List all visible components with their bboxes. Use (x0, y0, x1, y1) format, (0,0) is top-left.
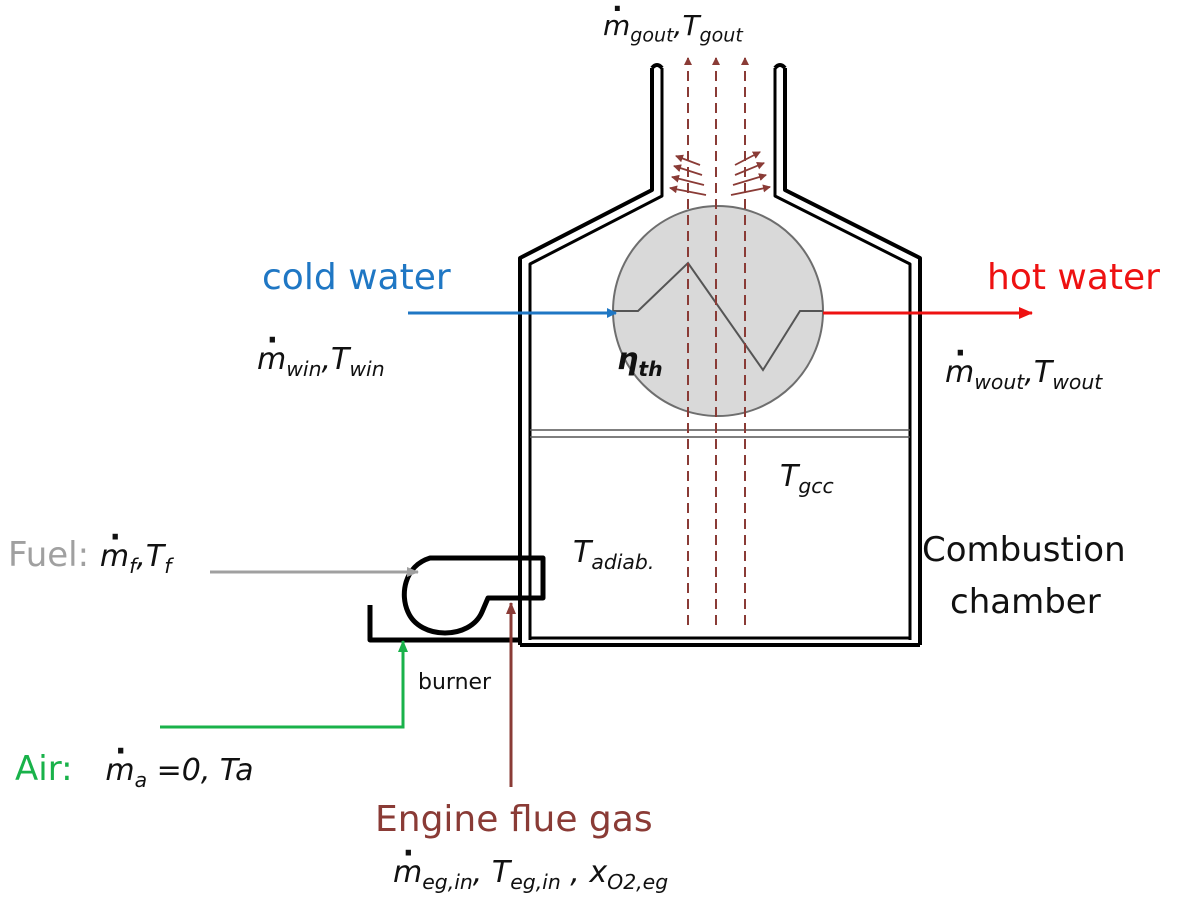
air-label: Air: ma =0, Ta (15, 737, 254, 791)
water-in-label: mwin,Twin (257, 326, 385, 380)
gas-out-label: mgout,Tgout (603, 0, 743, 46)
burner-label: burner (418, 670, 492, 695)
hot-water-label: hot water (987, 257, 1160, 298)
vessel-outline (518, 63, 922, 647)
engine-flue-gas-label: Engine flue gas (375, 799, 653, 840)
combustion-chamber-label-line2: chamber (950, 582, 1101, 622)
water-out-label: mwout,Twout (945, 339, 1102, 393)
t-gcc-label: Tgcc (780, 459, 834, 499)
cold-water-label: cold water (262, 257, 451, 298)
air-arrow (160, 640, 408, 729)
heat-exchanger-coil (613, 261, 823, 372)
fuel-label: Fuel: mf,Tf (8, 523, 171, 577)
combustion-chamber-label-line1: Combustion (922, 530, 1126, 570)
flue-gas-streams (684, 57, 749, 625)
burner (367, 555, 546, 643)
partition-line (530, 429, 910, 438)
flue-gas-in-label: meg,in, Teg,in , xO2,eg (393, 839, 668, 893)
flue-gas-deflection-arrows (669, 151, 771, 196)
t-adiab-label: Tadiab. (573, 535, 655, 575)
efficiency-label: ηth (617, 342, 663, 382)
heat-exchanger (612, 205, 824, 417)
